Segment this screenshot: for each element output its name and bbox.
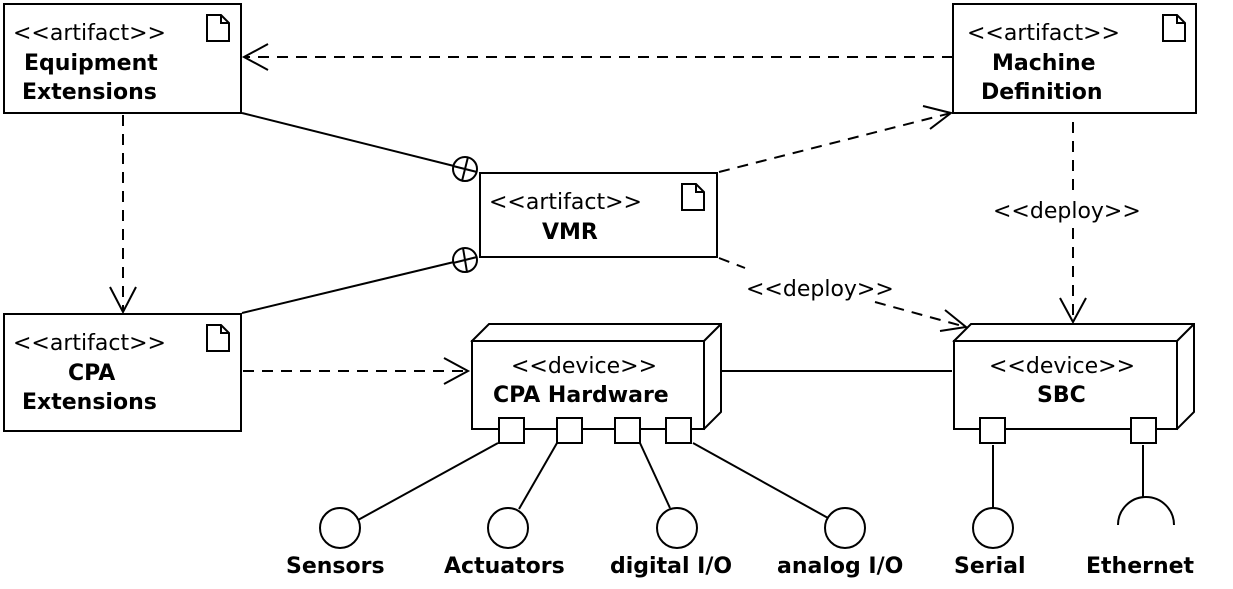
socket-icon <box>1117 496 1175 526</box>
interface-sensors[interactable]: Sensors <box>286 507 385 579</box>
interface-serial[interactable]: Serial <box>954 507 1026 579</box>
containment-cpa-ext-vmr <box>241 247 478 314</box>
deploy-label: <<deploy>> <box>993 199 1141 224</box>
lollipop-icon <box>824 507 866 549</box>
artifact-name: Equipment <box>24 51 158 76</box>
lollipop-icon <box>972 507 1014 549</box>
interface-label: Actuators <box>444 554 565 579</box>
artifact-name: Extensions <box>22 390 157 415</box>
device-name: SBC <box>1037 383 1086 408</box>
artifact-vmr[interactable]: <<artifact>> VMR <box>479 172 718 258</box>
interface-digital-io[interactable]: digital I/O <box>610 507 732 579</box>
port[interactable] <box>665 417 692 444</box>
device-sbc[interactable]: <<device>> SBC <box>952 323 1195 444</box>
artifact-name: VMR <box>542 220 598 245</box>
artifact-name: Extensions <box>22 80 157 105</box>
document-icon <box>206 14 230 42</box>
interface-label: digital I/O <box>610 554 732 579</box>
deploy-label: <<deploy>> <box>746 277 894 302</box>
artifact-equipment-extensions[interactable]: <<artifact>> Equipment Extensions <box>3 3 242 114</box>
interface-label: Sensors <box>286 554 385 579</box>
link-digital-io <box>639 442 671 509</box>
dependency-equipment-to-cpa-ext <box>109 115 137 315</box>
stereotype-label: <<device>> <box>989 354 1135 379</box>
device-name: CPA Hardware <box>493 383 669 408</box>
artifact-machine-definition[interactable]: <<artifact>> Machine Definition <box>952 3 1197 114</box>
lollipop-icon <box>319 507 361 549</box>
interface-label: Ethernet <box>1086 554 1195 579</box>
stereotype-label: <<artifact>> <box>967 21 1120 46</box>
dependency-md-to-equipment <box>241 43 953 71</box>
artifact-name: CPA <box>68 361 115 386</box>
stereotype-label: <<artifact>> <box>489 190 642 215</box>
lollipop-icon <box>656 507 698 549</box>
stereotype-label: <<artifact>> <box>13 331 166 356</box>
artifact-name: Definition <box>981 80 1103 105</box>
interface-actuators[interactable]: Actuators <box>444 507 565 579</box>
dependency-vmr-to-md <box>718 105 954 173</box>
link-actuators <box>518 442 558 510</box>
document-icon <box>206 324 230 352</box>
document-icon <box>1162 14 1186 42</box>
link-analog-io <box>692 442 829 519</box>
interface-ethernet[interactable]: Ethernet <box>1086 496 1195 579</box>
port[interactable] <box>556 417 583 444</box>
deploy-md-to-sbc <box>1059 122 1087 325</box>
artifact-cpa-extensions[interactable]: <<artifact>> CPA Extensions <box>3 313 242 432</box>
interface-label: analog I/O <box>777 554 903 579</box>
artifact-name: Machine <box>992 51 1096 76</box>
stereotype-label: <<device>> <box>511 354 657 379</box>
port[interactable] <box>1130 417 1157 444</box>
interface-analog-io[interactable]: analog I/O <box>777 507 903 579</box>
interface-label: Serial <box>954 554 1026 579</box>
port[interactable] <box>979 417 1006 444</box>
document-icon <box>681 183 705 211</box>
deploy-vmr-to-sbc <box>718 257 969 332</box>
port[interactable] <box>614 417 641 444</box>
stereotype-label: <<artifact>> <box>13 21 166 46</box>
containment-equipment-vmr <box>241 112 478 182</box>
device-cpa-hardware[interactable]: <<device>> CPA Hardware <box>470 323 722 444</box>
link-sensors <box>357 442 499 521</box>
dependency-cpa-ext-to-cpa-hw <box>243 357 471 385</box>
port[interactable] <box>498 417 525 444</box>
lollipop-icon <box>487 507 529 549</box>
